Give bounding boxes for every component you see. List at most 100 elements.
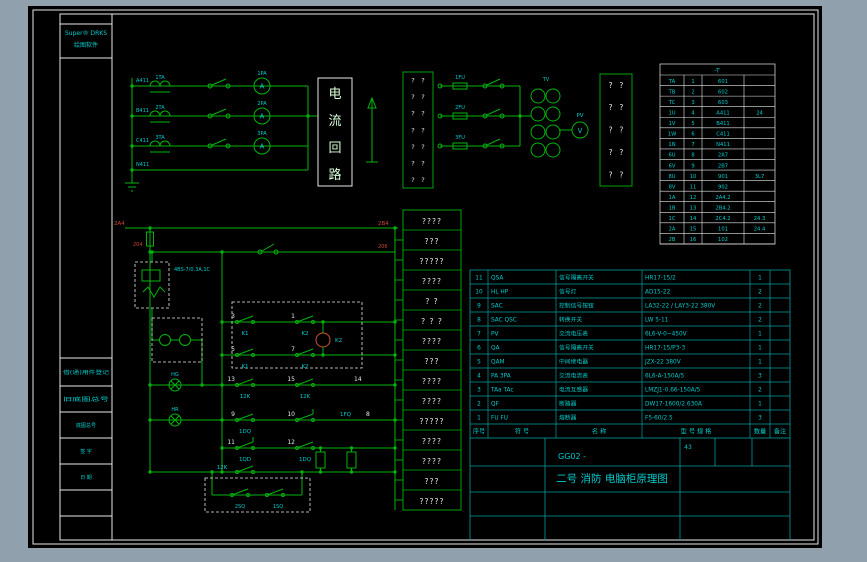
parts-cell-seq: 8 <box>477 318 481 324</box>
parts-header: 备注 <box>774 428 786 436</box>
schematic-label: HG <box>171 372 179 378</box>
parts-cell-seq: 10 <box>475 290 483 296</box>
schematic-label: 1 <box>291 313 295 320</box>
terminal-cell: 12 <box>690 195 697 201</box>
title-strip-field: 签 字 <box>80 448 92 455</box>
terminal-cell: 1W <box>668 132 676 138</box>
parts-cell-symbol: PV <box>491 332 498 338</box>
terminal-cell: 16 <box>690 237 697 243</box>
schematic-label: 12K <box>217 465 228 471</box>
terminal-cell: N411 <box>716 142 730 148</box>
terminal-cell: 102 <box>718 237 728 243</box>
ground-icon <box>125 178 139 192</box>
schematic-label: 14 <box>354 376 362 383</box>
control-circuit <box>125 227 398 510</box>
parts-cell-name: 中间继电器 <box>559 358 588 366</box>
terminal-cell: 11 <box>690 184 697 190</box>
parts-cell-model: LW 5-11 <box>645 318 669 324</box>
terminal-cell: 9 <box>691 163 694 169</box>
schematic-label: 12K <box>300 394 311 400</box>
schematic-label: 2TA <box>155 105 165 111</box>
terminal-cell: TC <box>668 100 676 106</box>
terminal-mark: ? <box>411 176 414 184</box>
terminal-cell: 2B7 <box>718 163 728 169</box>
terminal-cell: 2A <box>669 227 676 233</box>
ammeter-letter: A <box>260 83 265 91</box>
wire-label-column: ????????????????? ?? ? ?????????????????… <box>395 209 462 511</box>
terminal-cell: 7 <box>691 142 694 148</box>
terminal-mark: ? <box>421 176 424 184</box>
terminal-cell: 1 <box>691 79 694 85</box>
terminal-cell: 1N <box>668 142 675 148</box>
terminal-cell: TB <box>668 89 676 95</box>
wire-label: ???? <box>422 337 442 346</box>
loop-char-2: 流 <box>328 114 341 129</box>
schematic-label: 5 <box>231 346 235 353</box>
schematic-label: 204 <box>133 242 143 248</box>
terminal-cell: 602 <box>718 89 728 95</box>
terminal-mark: ? <box>619 103 623 112</box>
parts-cell-qty: 2 <box>758 388 762 394</box>
ammeter-icon <box>253 137 271 155</box>
schematic-label: 3 <box>231 313 235 320</box>
parts-cell-qty: 1 <box>758 332 762 338</box>
schematic-label: 15 <box>287 376 295 383</box>
terminal-cell: 13 <box>690 206 697 212</box>
fuse-icon <box>452 82 468 90</box>
terminal-cell: 3L7 <box>755 174 765 180</box>
ammeter-icon <box>253 107 271 125</box>
terminal-mark: ? <box>421 110 424 118</box>
voltmeter-letter: V <box>578 127 583 135</box>
terminal-cell: 15 <box>690 227 697 233</box>
terminal-cell: 14 <box>690 216 697 222</box>
terminal-cell: 3 <box>691 100 694 106</box>
schematic-label: N411 <box>136 162 149 168</box>
terminal-cell: C411 <box>716 132 730 138</box>
terminal-cell: 24 <box>756 110 763 116</box>
parts-cell-symbol: SAC QSC <box>491 318 517 324</box>
terminal-cell: 5 <box>691 121 694 127</box>
terminal-mark: ? <box>411 126 414 134</box>
parts-cell-name: 交流电流表 <box>559 372 588 380</box>
lamp-icon <box>168 413 182 427</box>
sheet-number: 43 <box>684 444 692 451</box>
wire-label: ???? <box>422 217 442 226</box>
fuse-icon <box>452 112 468 120</box>
schematic-label: 206 <box>378 244 388 250</box>
terminal-table-title: -T <box>714 68 720 75</box>
parts-cell-model: LMZJ1-0.66-150A/5 <box>645 388 701 394</box>
terminal-cell: 603 <box>718 100 728 106</box>
parts-header: 序号 <box>473 428 485 436</box>
terminal-mark: ? <box>609 170 613 179</box>
schematic-label: K1 <box>241 331 248 337</box>
wire-label: ???? <box>422 457 442 466</box>
terminal-mark: ? <box>609 81 613 90</box>
schematic-label: 2FU <box>455 105 465 111</box>
parts-cell-qty: 3 <box>758 416 762 422</box>
terminal-mark: ? <box>609 126 613 135</box>
parts-cell-qty: 2 <box>758 304 762 310</box>
terminal-mark: ? <box>421 77 424 85</box>
title-strip-field: 日 期 <box>80 475 92 481</box>
wire-label: ???? <box>422 437 442 446</box>
schematic-label: HR <box>171 407 179 413</box>
parts-cell-model: 6L6-V-0~450V <box>645 332 687 338</box>
parts-cell-model: JZX-22 380V <box>644 360 681 366</box>
parts-cell-model: F5-60/2.5 <box>645 416 673 422</box>
schematic-label: 11 <box>227 439 235 446</box>
wire-label: ? ? <box>425 297 438 306</box>
fuse-icon <box>146 231 154 247</box>
schematic-label: 3TA <box>155 135 165 141</box>
parts-header: 符 号 <box>515 428 529 436</box>
wire-label: ???? <box>422 277 442 286</box>
terminal-cell: 6V <box>669 163 676 169</box>
wire-label: ???? <box>422 377 442 386</box>
schematic-label: 3FU <box>455 135 465 141</box>
parts-cell-qty: 1 <box>758 402 762 408</box>
terminal-mark: ? <box>421 143 424 151</box>
terminal-box-border <box>402 71 434 189</box>
wire-label: ????? <box>420 497 445 506</box>
